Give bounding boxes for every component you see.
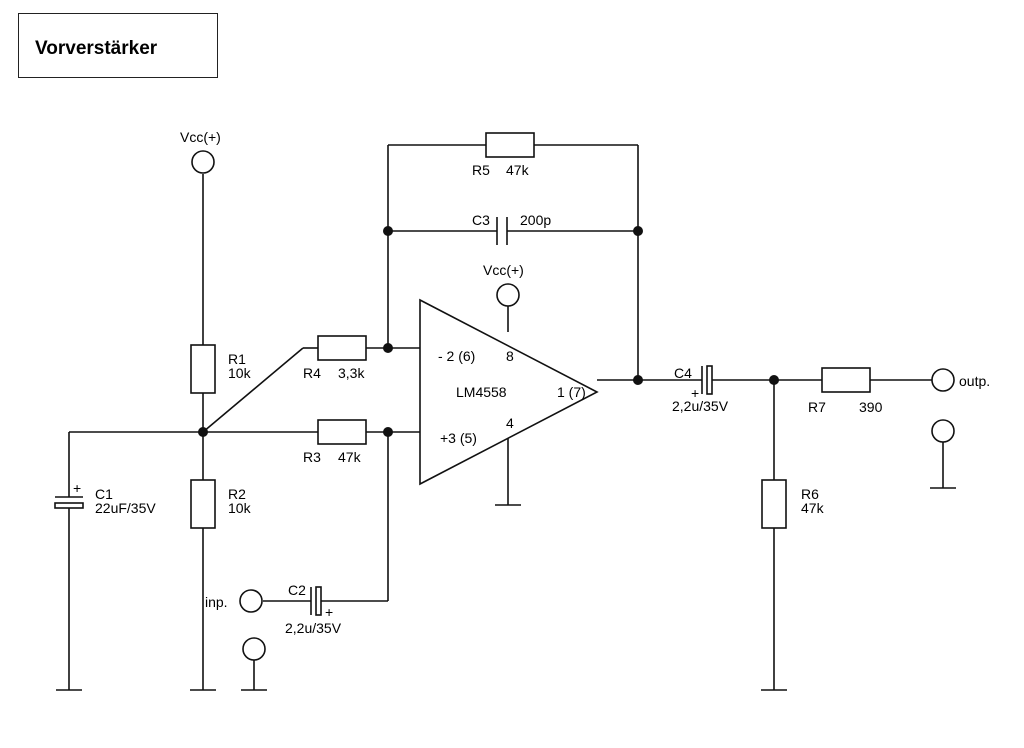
capacitor-c4 xyxy=(701,365,713,395)
r5-name: R5 xyxy=(472,162,490,178)
r4-value: 3,3k xyxy=(338,365,365,381)
resistor-r4 xyxy=(317,335,367,361)
r6-name: R6 xyxy=(801,486,819,502)
c4-name: C4 xyxy=(674,365,692,381)
opamp-gnd-pin: 4 xyxy=(506,415,514,431)
vcc-opamp-label: Vcc(+) xyxy=(483,262,524,278)
junction-dot xyxy=(383,343,393,353)
r1-name: R1 xyxy=(228,351,246,367)
junction-dot xyxy=(198,427,208,437)
capacitor-c1 xyxy=(54,496,84,509)
c1-polarity: + xyxy=(73,480,81,496)
r7-name: R7 xyxy=(808,399,826,415)
resistor-r7 xyxy=(821,367,871,393)
c4-polarity: + xyxy=(691,385,699,401)
opamp-triangle xyxy=(419,298,599,486)
r4-name: R4 xyxy=(303,365,321,381)
r2-name: R2 xyxy=(228,486,246,502)
r5-value: 47k xyxy=(506,162,530,178)
resistor-r6 xyxy=(761,479,787,529)
opamp-out-pin: 1 (7) xyxy=(557,384,586,400)
input-terminal xyxy=(239,589,263,613)
capacitor-c3 xyxy=(496,217,508,245)
vcc-terminal-left xyxy=(191,150,215,174)
r7-value: 390 xyxy=(859,399,883,415)
output-ground-terminal xyxy=(931,419,955,443)
r1-value: 10k xyxy=(228,365,252,381)
output-label: outp. xyxy=(959,373,990,389)
capacitor-c2 xyxy=(310,586,322,616)
junction-dot xyxy=(383,427,393,437)
junction-dot xyxy=(769,375,779,385)
opamp-vcc-pin: 8 xyxy=(506,348,514,364)
resistor-r3 xyxy=(317,419,367,445)
c1-name: C1 xyxy=(95,486,113,502)
input-ground-terminal xyxy=(242,637,266,661)
resistor-r5 xyxy=(485,132,535,158)
r3-value: 47k xyxy=(338,449,362,465)
r3-name: R3 xyxy=(303,449,321,465)
resistor-r1 xyxy=(190,344,216,394)
r6-value: 47k xyxy=(801,500,825,516)
output-terminal xyxy=(931,368,955,392)
opamp-name: LM4558 xyxy=(456,384,507,400)
opamp-inv-pin: - 2 (6) xyxy=(438,348,475,364)
title-box: Vorverstärker xyxy=(18,13,218,78)
junction-dot xyxy=(383,226,393,236)
junction-dot xyxy=(633,375,643,385)
c3-name: C3 xyxy=(472,212,490,228)
c3-value: 200p xyxy=(520,212,551,228)
c2-name: C2 xyxy=(288,582,306,598)
vcc-terminal-opamp xyxy=(496,283,520,307)
c2-polarity: + xyxy=(325,604,333,620)
opamp-noninv-pin: +3 (5) xyxy=(440,430,477,446)
wire-diag xyxy=(202,347,304,433)
resistor-r2 xyxy=(190,479,216,529)
c1-value: 22uF/35V xyxy=(95,500,156,516)
c2-value: 2,2u/35V xyxy=(285,620,342,636)
vcc-left-label: Vcc(+) xyxy=(180,129,221,145)
c4-value: 2,2u/35V xyxy=(672,398,729,414)
r2-value: 10k xyxy=(228,500,252,516)
input-label: inp. xyxy=(205,594,228,610)
diagram-title: Vorverstärker xyxy=(35,38,158,59)
junction-dot xyxy=(633,226,643,236)
junctions xyxy=(198,226,779,437)
